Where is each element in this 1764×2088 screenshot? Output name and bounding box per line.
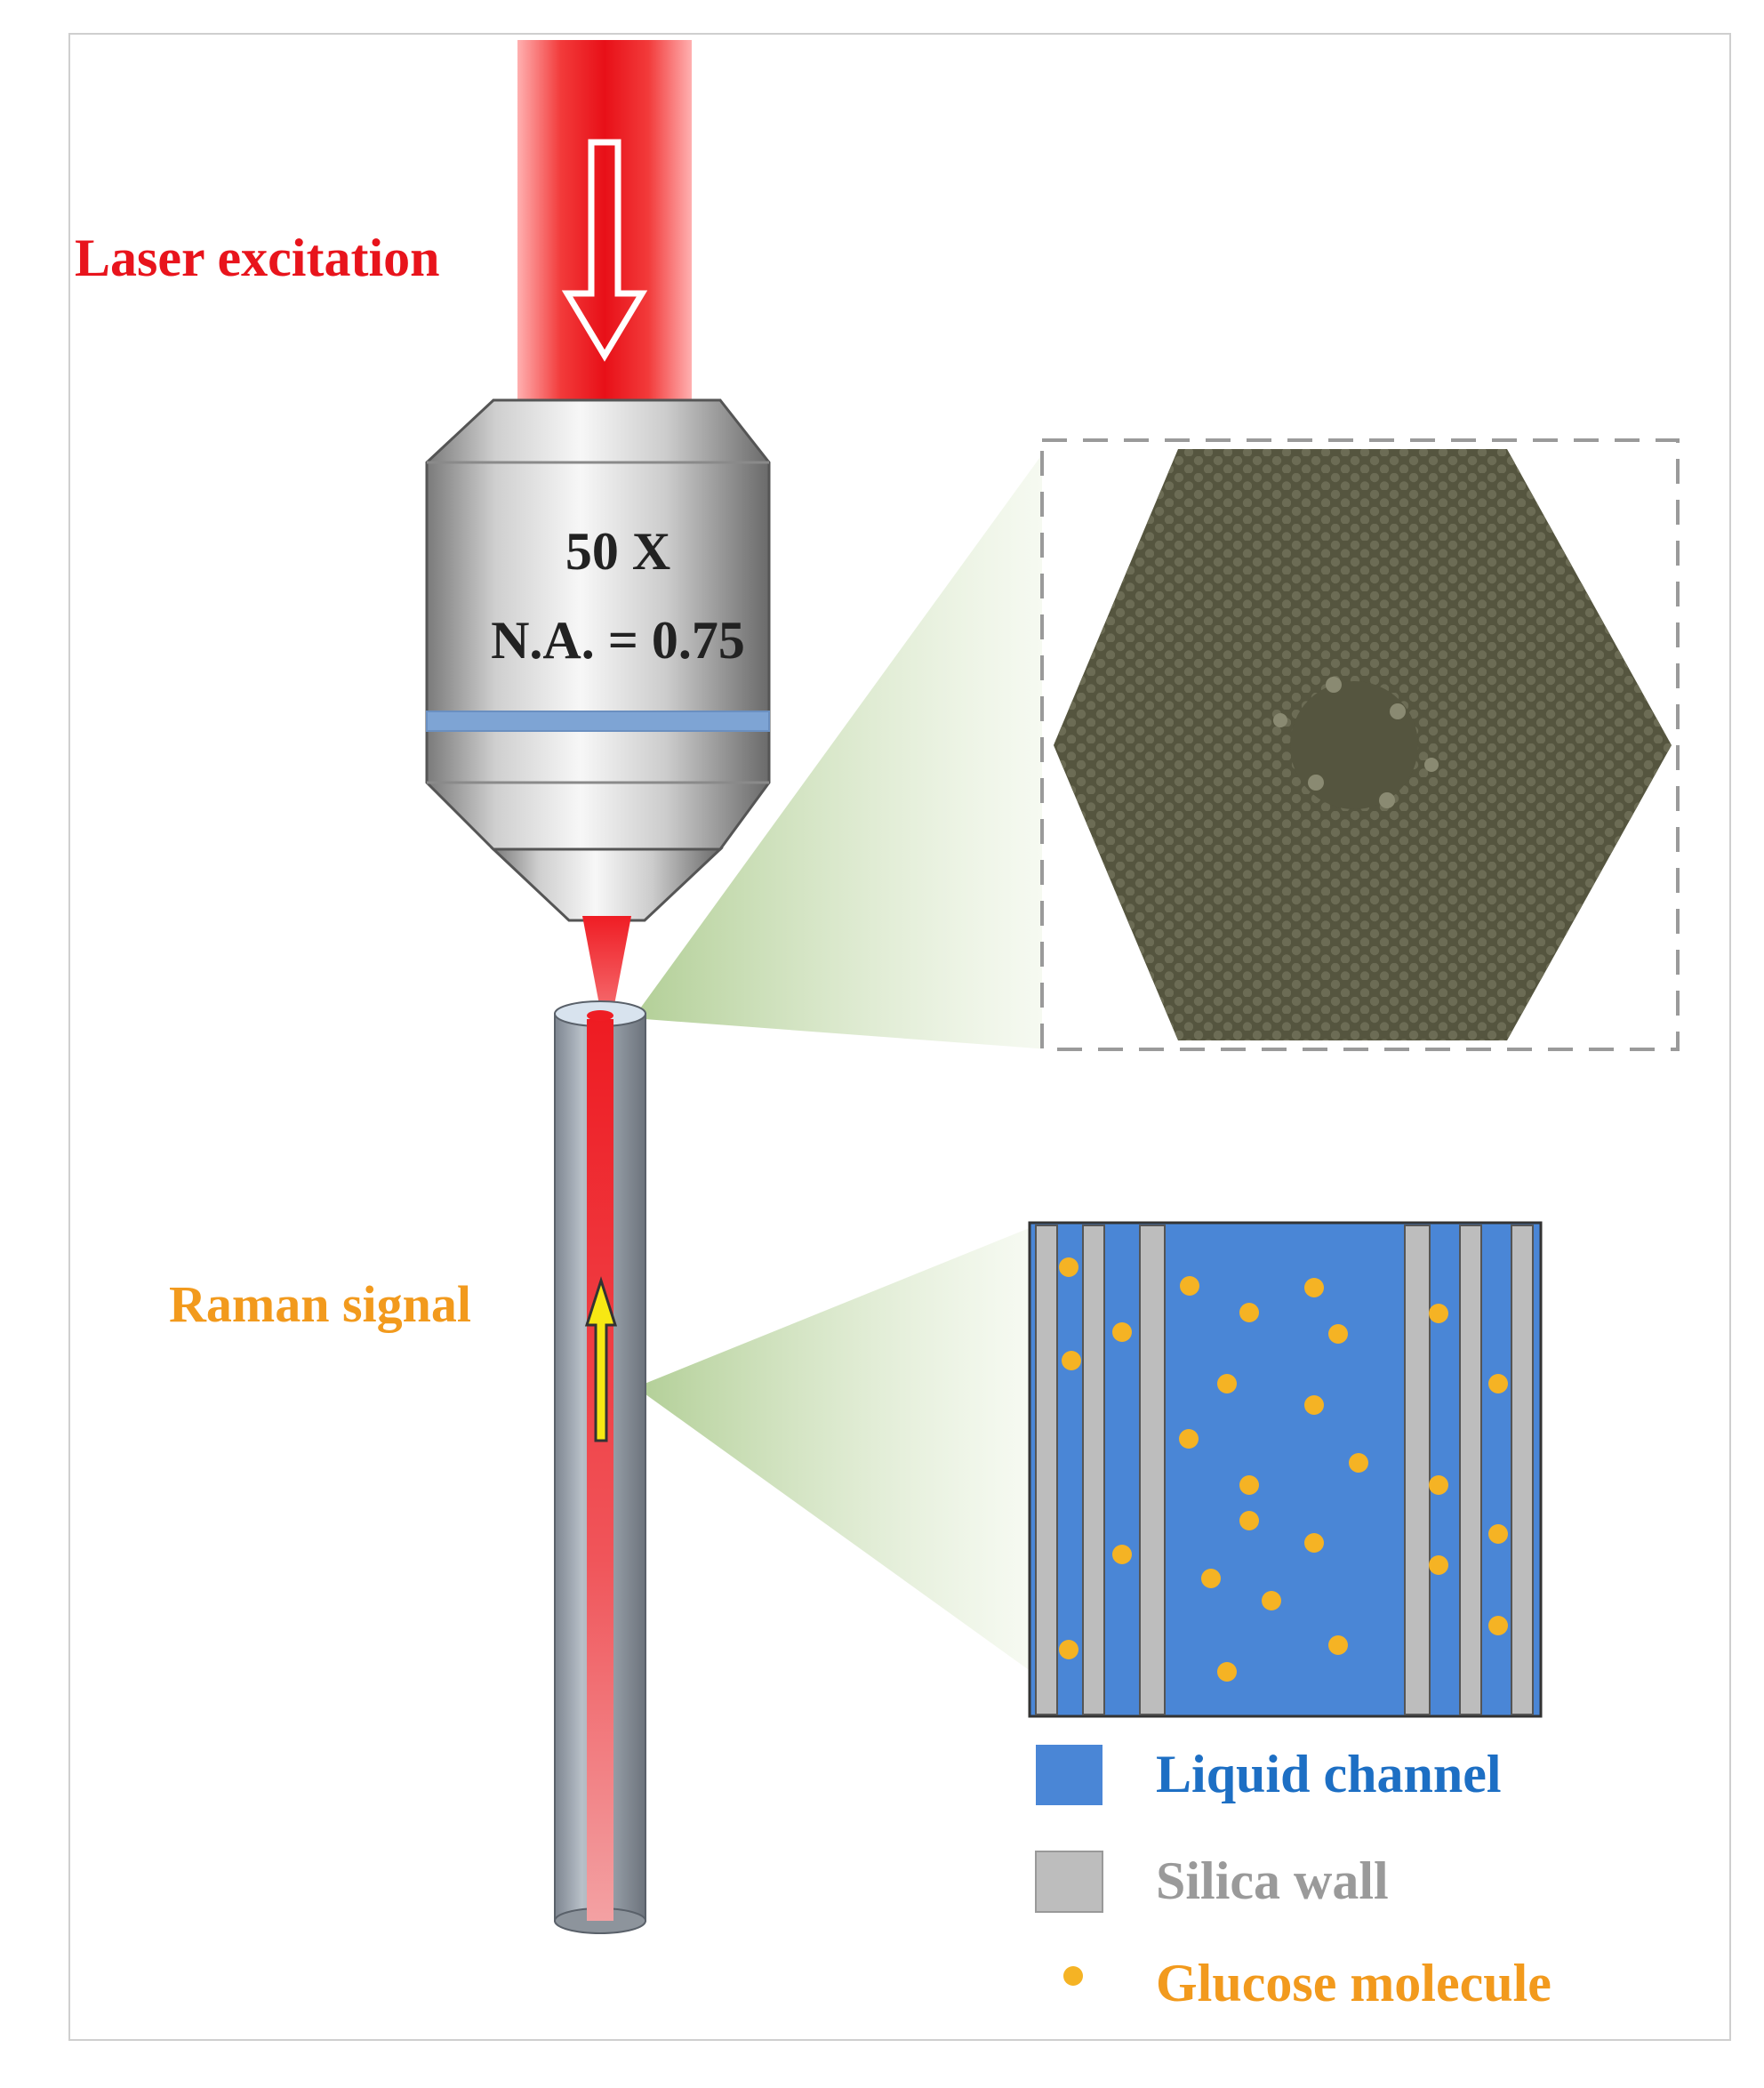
arrow-down-icon xyxy=(561,139,648,362)
silica-wall xyxy=(1459,1225,1482,1715)
silica-wall xyxy=(1511,1225,1534,1715)
legend-silica-label: Silica wall xyxy=(1156,1851,1389,1910)
fiber-core xyxy=(1290,681,1418,809)
channel-inset xyxy=(1028,1221,1543,1718)
zoom-cone-bottom xyxy=(636,1227,1031,1672)
lens-ring xyxy=(426,711,770,732)
numerical-aperture-label: N.A. = 0.75 xyxy=(491,611,745,670)
raman-signal-label: Raman signal xyxy=(169,1275,472,1333)
silica-wall xyxy=(1035,1225,1058,1715)
silica-wall xyxy=(1139,1225,1166,1715)
glucose-molecules xyxy=(1059,1257,1508,1682)
legend-silica-swatch xyxy=(1035,1851,1103,1913)
silica-wall xyxy=(1404,1225,1431,1715)
silica-wall xyxy=(1082,1225,1105,1715)
laser-excitation-label: Laser excitation xyxy=(75,229,440,287)
focused-beam xyxy=(582,916,631,1009)
objective-lens xyxy=(425,398,771,922)
optical-fiber xyxy=(554,1000,646,1934)
legend-glucose-label: Glucose molecule xyxy=(1156,1954,1552,2012)
legend-liquid-swatch xyxy=(1036,1745,1102,1805)
figure-frame xyxy=(68,33,1731,2041)
legend-glucose-swatch xyxy=(1063,1966,1083,1986)
magnification-label: 50 X xyxy=(565,522,671,581)
arrow-up-icon xyxy=(584,1276,618,1442)
zoom-cone-top xyxy=(633,445,1049,1049)
legend-liquid-label: Liquid channel xyxy=(1156,1745,1502,1803)
fiber-cross-section xyxy=(1054,449,1672,1040)
